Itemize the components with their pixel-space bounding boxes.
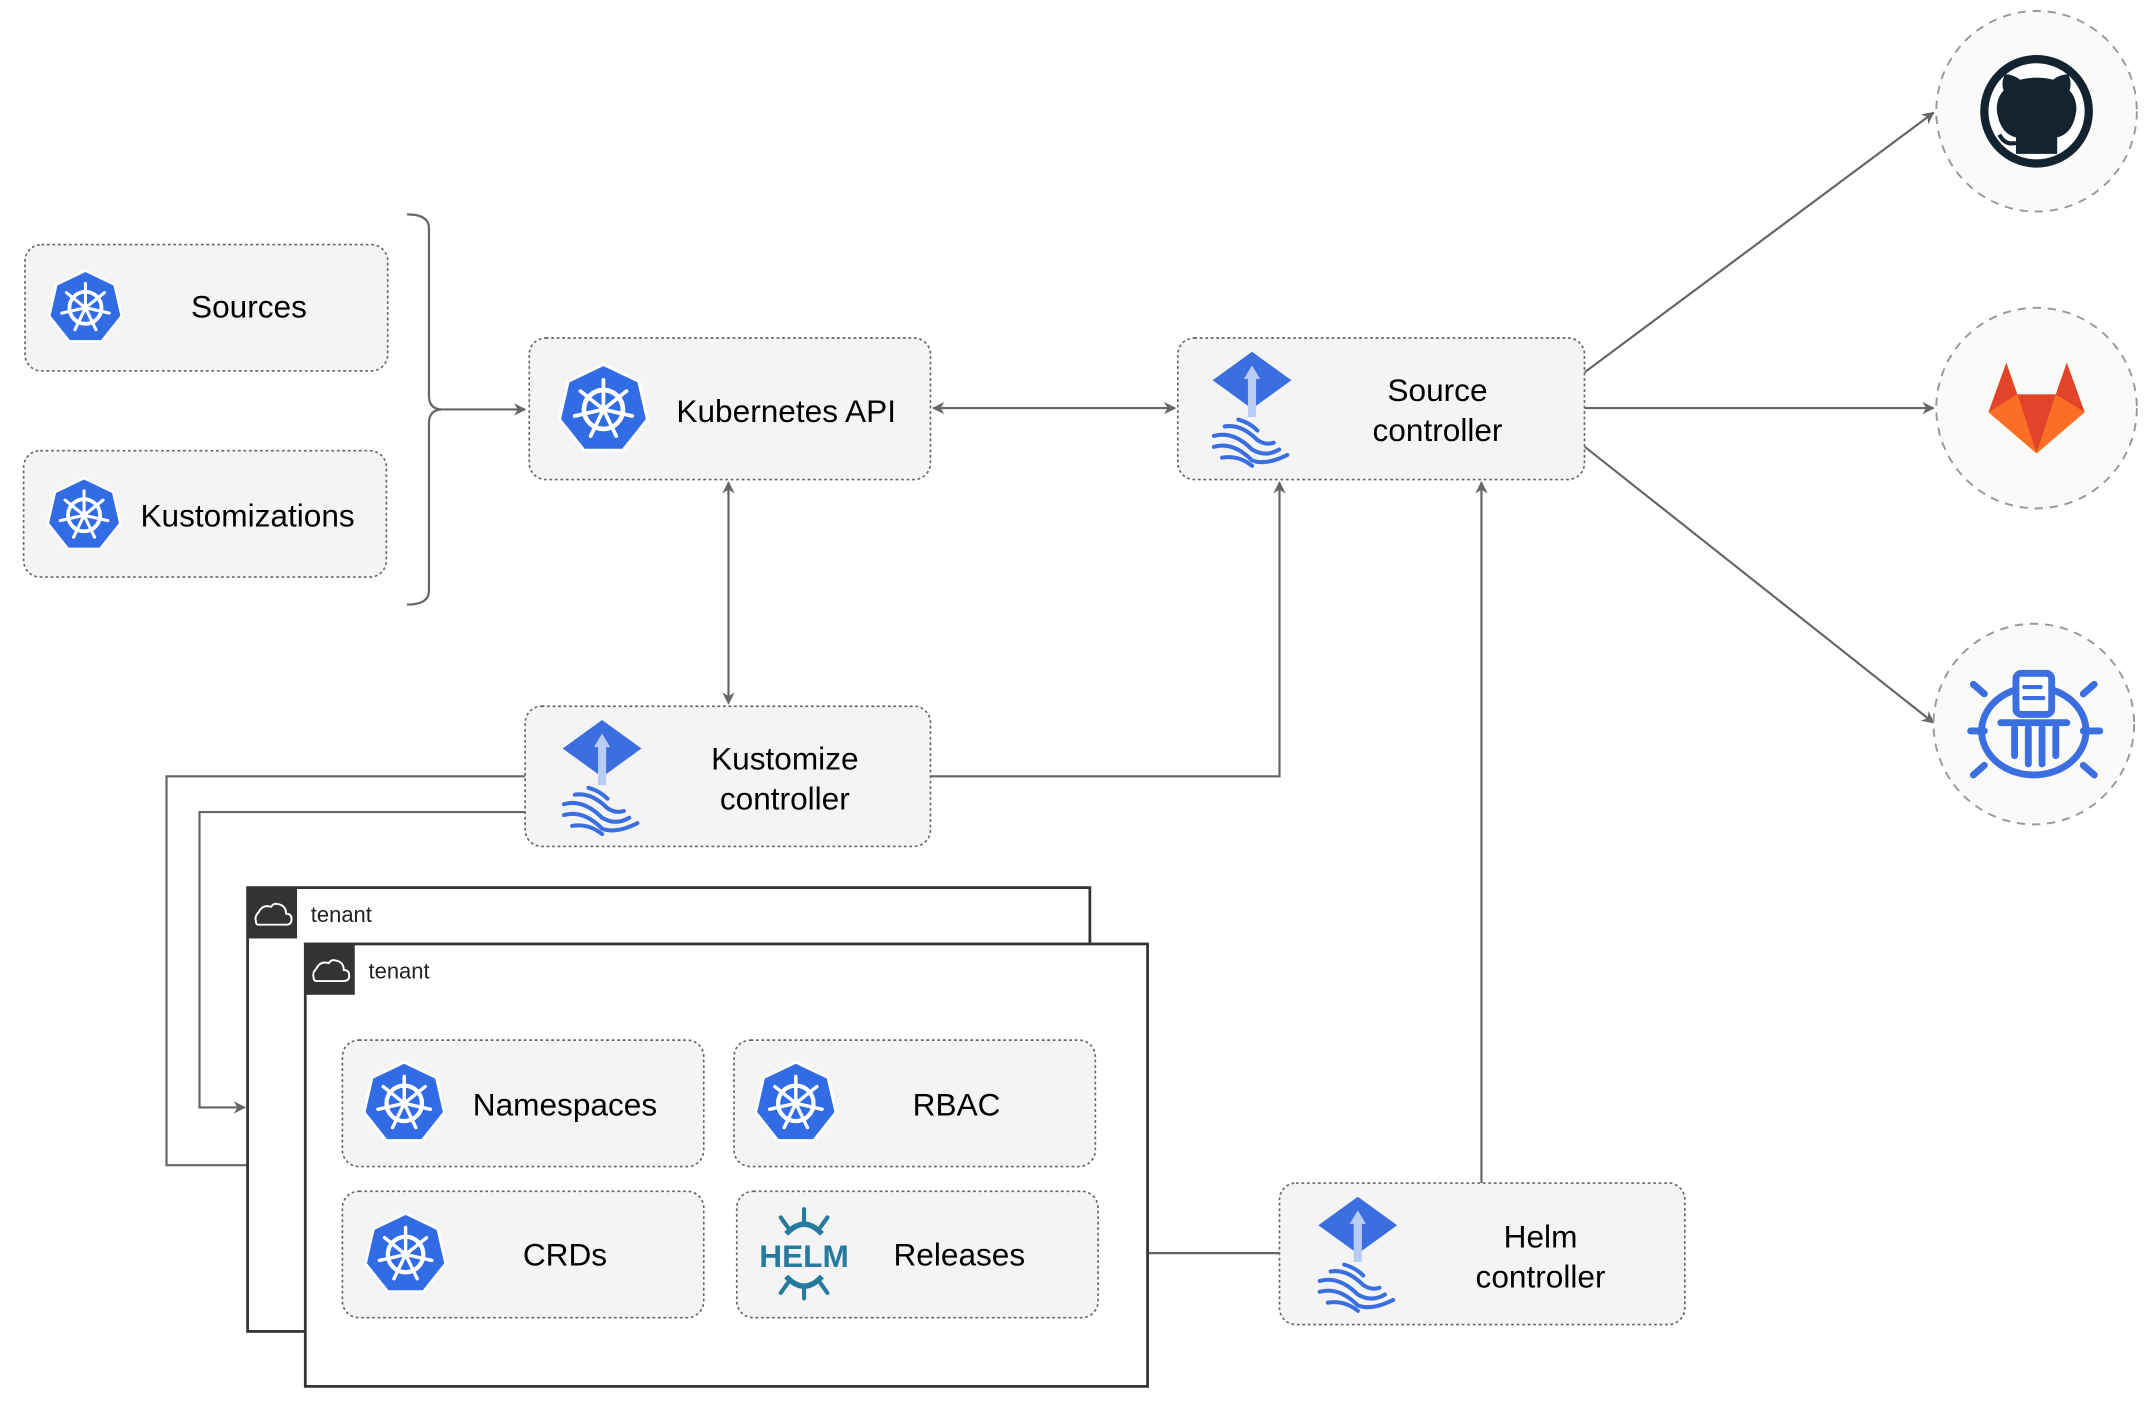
node-kustomize-controller[interactable]: Kustomize controller xyxy=(524,705,932,848)
node-label: Kubernetes API xyxy=(676,393,896,429)
node-label-line2: controller xyxy=(1476,1258,1606,1294)
node-releases[interactable]: HELM Releases xyxy=(735,1190,1099,1319)
gitlab-icon xyxy=(1988,362,2085,454)
brace xyxy=(406,213,443,606)
node-namespaces[interactable]: Namespaces xyxy=(341,1039,705,1168)
tenant-label: tenant xyxy=(369,958,430,983)
bucket-icon xyxy=(1967,669,2104,779)
node-label-line1: Source xyxy=(1387,372,1487,408)
tenant-label: tenant xyxy=(311,902,372,927)
github-icon xyxy=(1980,54,2093,168)
node-label-line2: controller xyxy=(720,780,850,816)
tenant-front[interactable]: tenant Namespaces RBAC CRDs xyxy=(303,942,1149,1388)
edge-source-to-bucket xyxy=(1583,445,1935,724)
node-label: Kustomizations xyxy=(140,497,354,533)
node-kubernetes-api[interactable]: Kubernetes API xyxy=(528,337,932,481)
node-rbac[interactable]: RBAC xyxy=(733,1039,1097,1168)
tenant-header xyxy=(305,943,355,995)
node-label: RBAC xyxy=(913,1087,1001,1123)
node-label-line1: Kustomize xyxy=(711,740,858,776)
edge-kustomize-to-source xyxy=(930,481,1286,778)
node-source-controller[interactable]: Source controller xyxy=(1176,337,1586,481)
node-crds[interactable]: CRDs xyxy=(341,1190,705,1319)
edge-source-to-github xyxy=(1583,111,1935,374)
node-helm-controller[interactable]: Helm controller xyxy=(1278,1182,1686,1326)
node-label-line1: Helm xyxy=(1504,1219,1578,1255)
node-label: Releases xyxy=(893,1236,1025,1272)
node-sources[interactable]: Sources xyxy=(24,243,389,372)
node-label-line2: controller xyxy=(1373,412,1503,448)
cloud-icon xyxy=(254,902,293,926)
node-label: Sources xyxy=(191,288,307,324)
source-github[interactable] xyxy=(1935,10,2138,213)
node-kustomizations[interactable]: Kustomizations xyxy=(22,449,388,578)
cloud-icon xyxy=(312,959,351,983)
source-bucket[interactable] xyxy=(1932,622,2136,826)
node-label: CRDs xyxy=(523,1236,607,1272)
helm-icon: HELM xyxy=(759,1207,849,1301)
helm-logo-text: HELM xyxy=(759,1238,849,1274)
source-gitlab[interactable] xyxy=(1935,306,2138,510)
edges xyxy=(165,111,1935,1260)
node-label: Namespaces xyxy=(473,1087,657,1123)
tenant-header xyxy=(247,887,298,939)
edge-kustomize-to-tenant-front xyxy=(165,775,526,1172)
edge-kustomize-to-tenant-back xyxy=(198,810,526,1114)
